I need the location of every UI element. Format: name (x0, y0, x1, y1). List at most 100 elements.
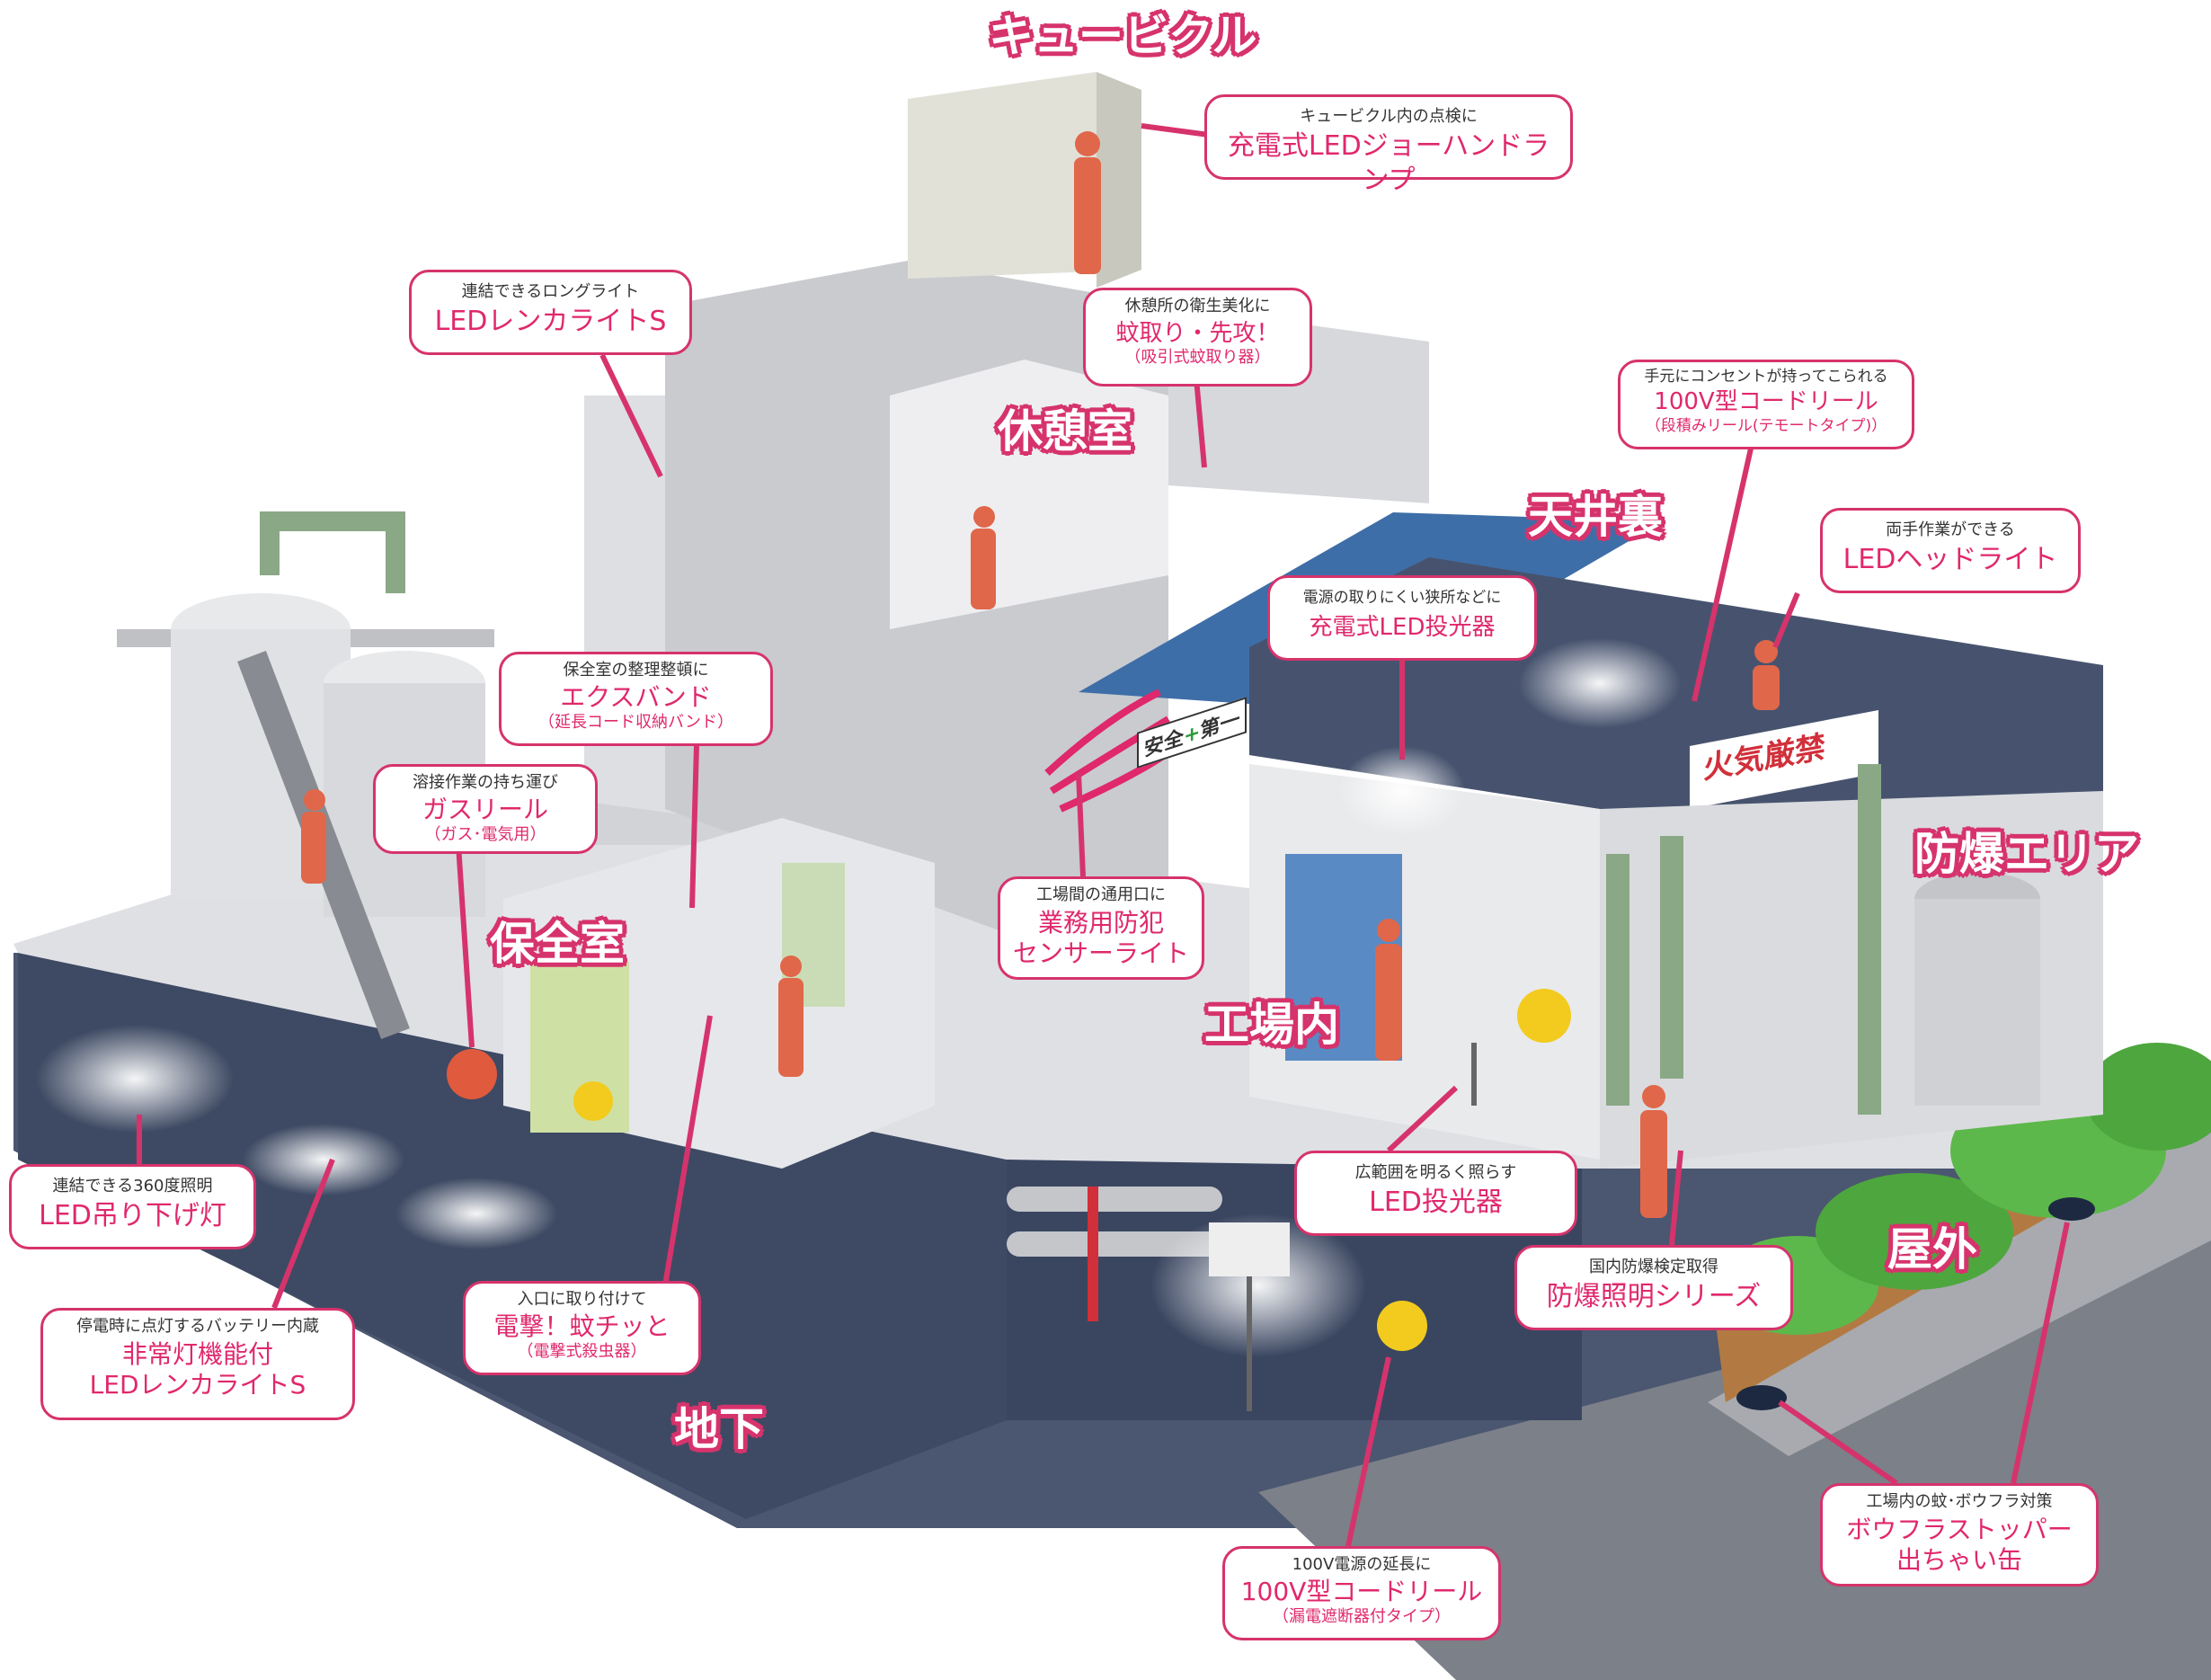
callout-subtitle: （電撃式殺虫器） (517, 1342, 647, 1361)
callout-caption: 100V電源の延長に (1292, 1555, 1432, 1574)
callout-mosquito-trap: 休憩所の衛生美化に 蚊取り・先攻！ （吸引式蚊取り器） (1083, 288, 1312, 387)
floodlight-glow (1150, 1213, 1366, 1357)
callout-product: エクスバンド (560, 682, 712, 712)
callout-product: ガスリール (422, 795, 548, 824)
callout-sensor-light: 工場間の通用口に 業務用防犯 センサーライト (998, 876, 1204, 980)
callout-product: LEDレンカライトS (434, 306, 667, 337)
callout-product: LED吊り下げ灯 (39, 1200, 226, 1231)
area-label-explosion-proof: 防爆エリア (1914, 828, 2139, 880)
worker (1075, 131, 1100, 156)
callout-caption: 停電時に点灯するバッテリー内蔵 (76, 1317, 319, 1336)
callout-cord-reel-leak-breaker: 100V電源の延長に 100V型コードリール （漏電遮断器付タイプ） (1222, 1546, 1501, 1640)
worker (1642, 1085, 1665, 1108)
fire-sign-board (1690, 710, 1878, 809)
worker (778, 978, 804, 1077)
callout-product: 非常灯機能付 (121, 1339, 273, 1369)
pipe (1606, 764, 1881, 1115)
callout-product: 業務用防犯 (1037, 908, 1164, 938)
cord-reel (573, 1081, 613, 1121)
callout-caption: 電源の取りにくい狭所などに (1302, 589, 1502, 607)
callout-caption: 入口に取り付けて (517, 1290, 647, 1309)
callout-caption: 広範囲を明るく照らす (1354, 1163, 1517, 1182)
callout-zapper: 入口に取り付けて 電撃！蚊チッと （電撃式殺虫器） (463, 1281, 701, 1375)
callout-subtitle: （ガス･電気用） (424, 825, 546, 844)
callout-product: 防爆照明シリーズ (1546, 1281, 1762, 1312)
cubicle-door (1097, 72, 1141, 288)
callout-caption: 連結できるロングライト (461, 282, 640, 301)
break-room (890, 360, 1168, 629)
callout-caption: 国内防爆検定取得 (1589, 1258, 1718, 1276)
led-floodlight (1209, 1222, 1290, 1276)
floodlight-glow (1519, 638, 1681, 728)
area-label-maintenance-room: 保全室 (490, 918, 625, 970)
callout-larva-stopper: 工場内の蚊･ボウフラ対策 ボウフラストッパー 出ちゃい缶 (1820, 1483, 2099, 1587)
worker (304, 789, 325, 811)
area-label-outdoor: 屋外 (1887, 1223, 1977, 1276)
callout-product-line2: 出ちゃい缶 (1896, 1545, 2022, 1575)
callout-headlight: 両手作業ができる LEDヘッドライト (1820, 508, 2081, 593)
floodlight-glow (1339, 746, 1465, 836)
callout-product-line2: センサーライト (1012, 938, 1189, 968)
callout-caption: 工場間の通用口に (1036, 885, 1166, 904)
larva-stopper-can (2048, 1197, 2095, 1221)
area-label-underground: 地下 (674, 1403, 764, 1455)
worker (780, 956, 802, 977)
callout-rechargeable-floodlight: 電源の取りにくい狭所などに 充電式LED投光器 (1267, 575, 1537, 661)
callout-product: 充電式LED投光器 (1309, 614, 1496, 641)
pipe (260, 511, 405, 593)
pipe (1007, 1187, 1222, 1212)
callout-subtitle: （吸引式蚊取り器） (1124, 348, 1271, 367)
larva-stopper-can (1736, 1385, 1787, 1410)
callout-caption: 保全室の整理整頓に (563, 661, 709, 680)
callout-product: 充電式LEDジョーハンドランプ (1227, 130, 1550, 196)
callout-led-floodlight: 広範囲を明るく照らす LED投光器 (1294, 1151, 1577, 1236)
callout-cubicle-lamp: キュービクル内の点検に 充電式LEDジョーハンドランプ (1204, 94, 1573, 196)
callout-explosion-proof: 国内防爆検定取得 防爆照明シリーズ (1514, 1245, 1793, 1330)
area-label-cubicle: キュービクル (989, 10, 1257, 62)
callout-subtitle: （漏電遮断器付タイプ） (1273, 1607, 1451, 1626)
worker (1377, 919, 1400, 942)
callout-caption: 溶接作業の持ち運び (413, 773, 558, 792)
tank (1914, 899, 2040, 1106)
callout-ren-light: 連結できるロングライト LEDレンカライトS (409, 270, 692, 355)
worker (301, 812, 326, 884)
callout-caption: 工場内の蚊･ボウフラ対策 (1866, 1492, 2053, 1511)
callout-expand: 保全室の整理整頓に エクスバンド （延長コード収納バンド） (499, 652, 773, 746)
callout-cord-reel-stack: 手元にコンセントが持ってこられる 100V型コードリール （段積みリール(テモー… (1618, 360, 1914, 449)
worker (1640, 1110, 1667, 1218)
worker (971, 529, 996, 609)
cord-reel (1517, 989, 1571, 1043)
callout-product: 蚊取り・先攻！ (1115, 320, 1280, 347)
callout-product-line2: LEDレンカライトS (89, 1370, 306, 1400)
callout-product: 100V型コードリール (1654, 388, 1878, 415)
callout-caption: 休憩所の衛生美化に (1124, 297, 1271, 316)
pendant-light-glow (36, 1025, 234, 1133)
callout-pendant-light: 連結できる360度照明 LED吊り下げ灯 (9, 1164, 256, 1249)
greenery (2085, 1043, 2211, 1151)
callout-product: ボウフラストッパー (1846, 1515, 2073, 1544)
pipe-support (1088, 1187, 1098, 1321)
area-label-factory: 工場内 (1204, 999, 1339, 1051)
callout-product: LEDヘッドライト (1842, 544, 2058, 575)
gas-reel (447, 1049, 497, 1099)
callout-subtitle: （延長コード収納バンド） (538, 713, 733, 732)
sign-cross: + (1184, 721, 1201, 749)
leader-lines (137, 123, 2070, 1547)
cord-reel-leak-breaker (1377, 1301, 1427, 1351)
ren-light-glow (243, 1124, 404, 1196)
worker (1074, 157, 1101, 274)
callout-product: LED投光器 (1369, 1187, 1503, 1218)
worker (1753, 665, 1780, 710)
area-label-attic: 天井裏 (1528, 491, 1663, 543)
callout-gas-reel: 溶接作業の持ち運び ガスリール （ガス･電気用） (373, 764, 598, 854)
callout-caption: キュービクル内の点検に (1300, 107, 1478, 126)
callout-caption: 両手作業ができる (1886, 520, 2015, 539)
area-label-break-room: 休憩室 (998, 405, 1132, 458)
callout-caption: 手元にコンセントが持ってこられる (1644, 368, 1888, 386)
greenery (1816, 1173, 2013, 1290)
sensor-wave (1044, 689, 1161, 776)
worker (1754, 640, 1778, 663)
callout-subtitle: （段積みリール(テモートタイプ)） (1645, 417, 1887, 435)
